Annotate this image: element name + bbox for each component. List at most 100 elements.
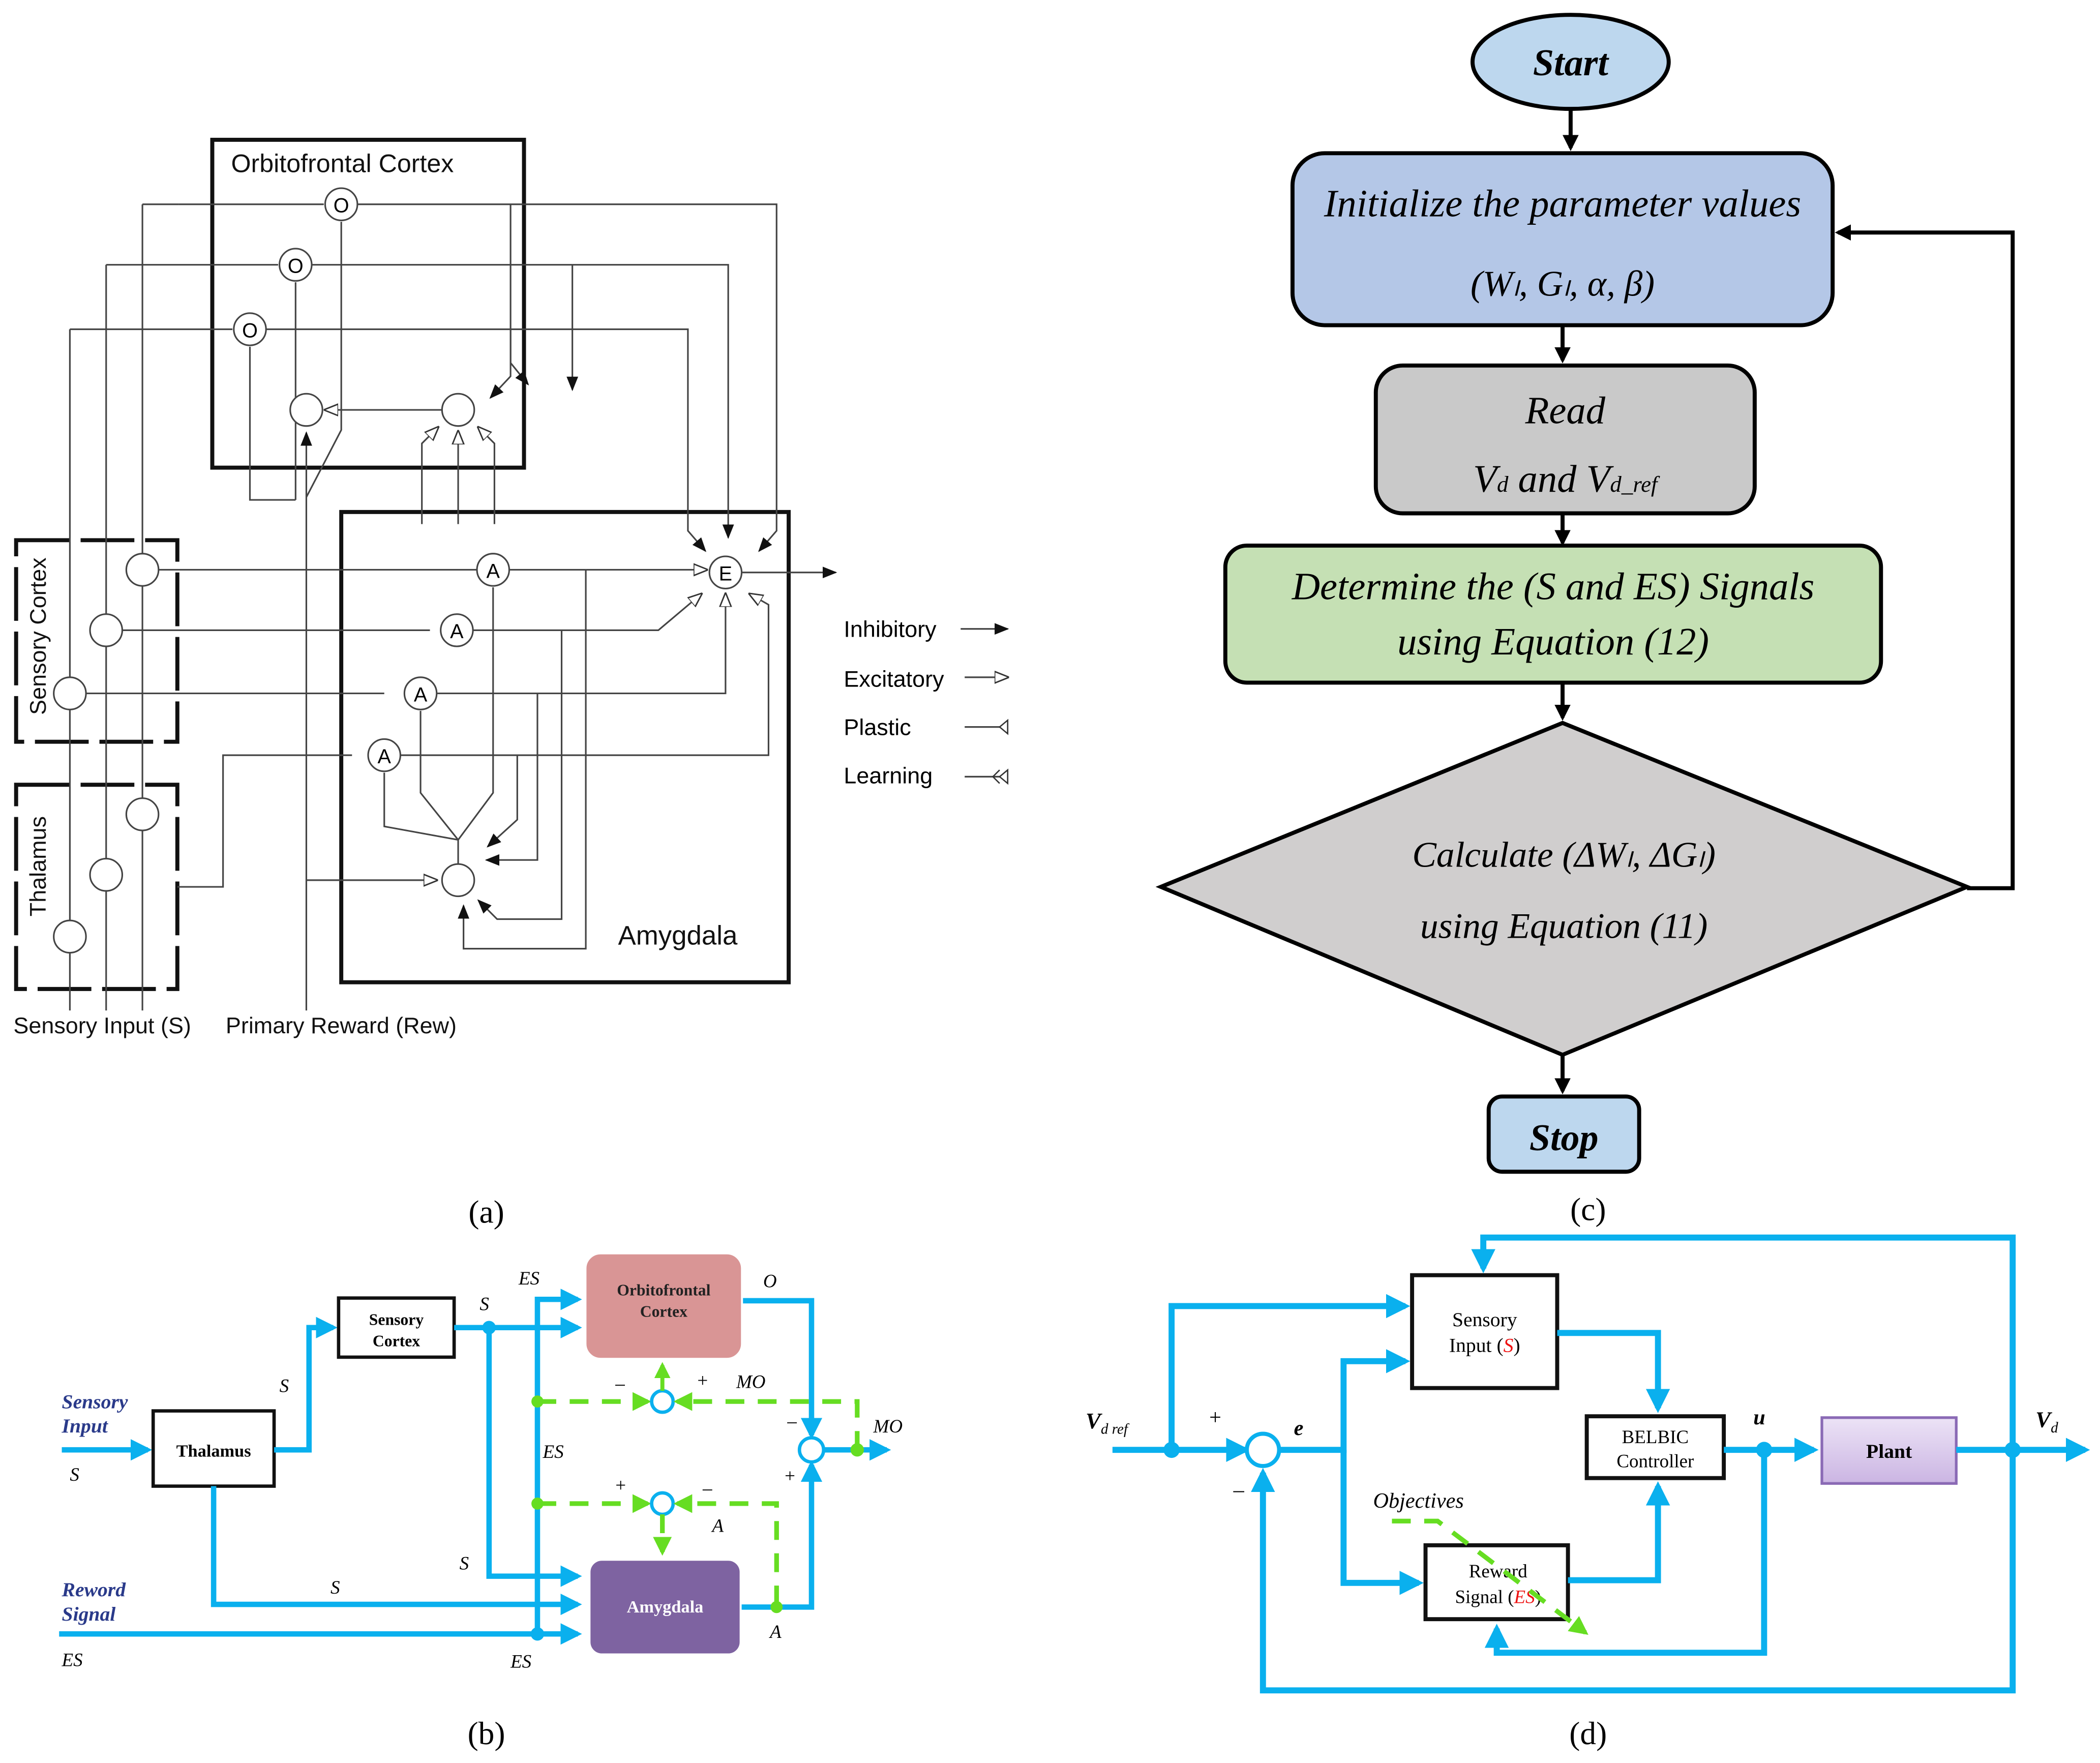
sensory-cortex-block — [337, 1296, 456, 1359]
signal-mo-output-label: MO — [873, 1416, 903, 1437]
legend: Inhibitory Excitatory Plastic Learning — [844, 616, 1009, 789]
thalamus-label: Thalamus — [25, 816, 51, 916]
thalamus-neuron-3 — [125, 797, 160, 831]
plus-sign: + — [697, 1370, 708, 1391]
thalamus-neuron-1 — [53, 919, 87, 954]
signal-es-label: ES — [62, 1650, 83, 1671]
reward-signal-label-1: Reword — [62, 1578, 127, 1601]
sensory-input-block — [1410, 1273, 1559, 1390]
signal-o-label: O — [763, 1271, 777, 1292]
stop-node — [1486, 1094, 1641, 1174]
sensory-cortex-neuron-1 — [53, 676, 87, 710]
legend-excitatory-label: Excitatory — [844, 666, 944, 692]
svg-text:O: O — [288, 255, 304, 278]
error-sum — [1245, 1431, 1281, 1468]
orbitofrontal-block-label: Orbitofrontal — [617, 1281, 710, 1299]
orbitofrontal-block — [582, 1250, 745, 1362]
reward-signal-label-2: Signal — [62, 1603, 116, 1625]
sensory-cortex-region — [14, 538, 179, 744]
ofc-learning-sum — [650, 1389, 675, 1414]
panel-c-flowchart: Start Initialize the parameter values (W… — [1155, 13, 2015, 1227]
minus-sign: – — [702, 1478, 712, 1499]
caption-b: (b) — [468, 1715, 505, 1751]
sensory-cortex-block-label: Sensory — [369, 1310, 424, 1328]
amygdala-node-4: A — [367, 738, 402, 772]
vref-label: Vd ref — [1086, 1408, 1130, 1438]
initialize-params-label: (Wₗ, Gₗ, α, β) — [1471, 263, 1655, 304]
signal-a-label: A — [768, 1622, 782, 1642]
ofc-output-neuron — [441, 393, 475, 427]
amygdala-learning-sum — [650, 1491, 675, 1516]
primary-reward-label: Primary Reward (Rew) — [226, 1012, 457, 1038]
calculate-decision — [1155, 721, 1972, 1057]
svg-text:E: E — [719, 563, 732, 585]
plant-block — [1820, 1416, 1958, 1485]
start-label: Start — [1533, 42, 1609, 84]
sensory-input-label-2: Input — [62, 1415, 108, 1437]
panel-a-brain-model: Orbitofrontal Cortex Amygdala Sensory Co… — [13, 137, 1009, 1230]
sensory-cortex-neuron-2 — [89, 613, 124, 647]
read-label: Read — [1525, 389, 1606, 432]
learning-connection-icon — [965, 768, 1009, 785]
legend-inhibitory-label: Inhibitory — [844, 616, 937, 642]
orbitofrontal-node-1: O — [324, 187, 358, 222]
orbitofrontal-node-3: O — [233, 312, 267, 346]
signal-a-label: A — [710, 1515, 724, 1536]
sensory-input-label-1: Sensory — [62, 1390, 128, 1413]
plus-sign: + — [785, 1466, 795, 1487]
vd-label: Vd — [2035, 1407, 2058, 1436]
determine-label: Determine the (S and ES) Signals — [1292, 565, 1815, 608]
calculate-equation-label: using Equation (11) — [1420, 906, 1707, 946]
plastic-connection-icon — [965, 719, 1009, 735]
reward-signal-block-label-2: Signal (ES) — [1455, 1587, 1541, 1607]
amygdala-sum-neuron — [441, 863, 475, 898]
reward-signal-block — [1423, 1543, 1570, 1622]
sensory-cortex-label: Sensory Cortex — [25, 557, 51, 714]
amygdala-region — [339, 510, 791, 984]
determine-equation-label: using Equation (12) — [1397, 620, 1709, 663]
minus-sign: – — [1233, 1478, 1245, 1502]
sensory-cortex-block-label: Cortex — [373, 1332, 420, 1350]
plus-sign: + — [615, 1475, 626, 1496]
signal-es-label: ES — [518, 1268, 539, 1289]
signal-s-label: S — [331, 1577, 340, 1598]
signal-es-label: ES — [510, 1651, 531, 1672]
legend-learning-label: Learning — [844, 763, 933, 789]
signal-s-label: S — [280, 1376, 289, 1397]
signal-s-label: S — [70, 1465, 79, 1485]
caption-a: (a) — [468, 1194, 504, 1230]
orbitofrontal-node-2: O — [279, 248, 313, 282]
orbitofrontal-label: Orbitofrontal Cortex — [231, 149, 454, 177]
output-sum — [797, 1436, 826, 1464]
signal-mo-label: MO — [736, 1372, 766, 1393]
sensory-input-block-label: Sensory — [1452, 1308, 1517, 1331]
reward-signal-block-label: Reward — [1469, 1561, 1528, 1582]
read-vars-label: Vd and Vd_ref — [1473, 457, 1660, 500]
sensory-input-label: Sensory Input (S) — [13, 1012, 191, 1038]
panel-b-block-diagram: Sensory Input S Thalamus S Sensory Corte… — [59, 1250, 903, 1751]
svg-text:A: A — [377, 745, 391, 768]
control-signal-label: u — [1753, 1406, 1765, 1429]
determine-step — [1223, 543, 1883, 685]
caption-d: (d) — [1569, 1715, 1607, 1751]
signal-s-label: S — [479, 1294, 489, 1314]
stop-label: Stop — [1529, 1117, 1599, 1159]
caption-c: (c) — [1570, 1191, 1606, 1227]
thalamus-neuron-2 — [89, 857, 124, 892]
svg-text:A: A — [414, 683, 428, 706]
minus-sign: – — [787, 1411, 797, 1431]
svg-text:A: A — [487, 560, 500, 582]
calculate-label: Calculate (ΔWₗ, ΔGₗ) — [1412, 834, 1716, 875]
emotion-output-node: E — [708, 555, 743, 590]
legend-plastic-label: Plastic — [844, 714, 911, 740]
error-label: e — [1294, 1416, 1304, 1440]
orbitofrontal-block-label: Cortex — [640, 1303, 687, 1321]
thalamus-block-label: Thalamus — [176, 1441, 251, 1460]
plus-sign: + — [1209, 1406, 1221, 1429]
belbic-label: BELBIC — [1622, 1427, 1689, 1448]
loop-back-arrow — [1835, 224, 2015, 890]
minus-sign: – — [615, 1373, 625, 1394]
panel-d-control-loop: Vd ref + – e Sensory Input (S) Reward Si… — [1086, 1234, 2090, 1751]
read-step — [1373, 363, 1757, 516]
amygdala-node-1: A — [476, 553, 511, 587]
